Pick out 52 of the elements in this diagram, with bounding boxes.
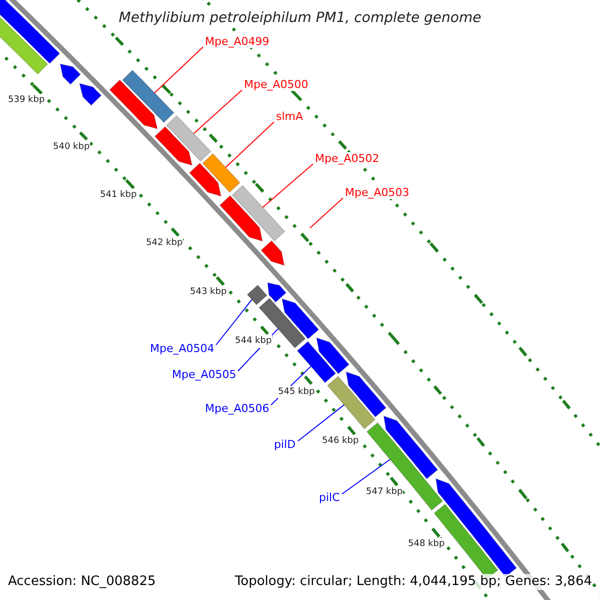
- gene-label: pilC: [319, 491, 340, 504]
- gene-block: [246, 284, 268, 306]
- gene-block: [0, 0, 60, 64]
- gene-block: [232, 184, 286, 242]
- gene-block: [383, 415, 438, 480]
- leader-line: [216, 299, 252, 346]
- scale-label: 545 kbp: [278, 386, 315, 399]
- gene-block: [346, 371, 387, 418]
- scale-label: 544 kbp: [235, 335, 272, 348]
- gene-label: Mpe_A0499: [205, 35, 270, 48]
- gene-block: [188, 162, 222, 197]
- gene-block: [219, 195, 264, 242]
- gene-block: [154, 126, 193, 166]
- gene-block: [78, 82, 102, 106]
- gene-block: [202, 153, 241, 193]
- gene-block: [60, 63, 82, 86]
- gene-label: Mpe_A0505: [172, 368, 236, 381]
- gene-block: [326, 376, 376, 430]
- leader-line: [310, 198, 344, 228]
- gene-block: [366, 422, 444, 511]
- gene-block: [122, 70, 175, 124]
- gene-label: Mpe_A0506: [205, 402, 270, 415]
- scale-label: 540 kbp: [53, 141, 90, 154]
- leader-line: [154, 46, 204, 94]
- leader-line: [193, 90, 242, 134]
- gene-label: Mpe_A0502: [315, 152, 380, 165]
- scale-label: 542 kbp: [146, 237, 183, 250]
- accession-text: Accession: NC_008825: [8, 574, 156, 590]
- leader-line: [225, 122, 274, 168]
- scale-label: 539 kbp: [8, 94, 45, 107]
- gene-block: [296, 340, 336, 384]
- scale-label: 541 kbp: [100, 189, 137, 202]
- leader-line: [262, 164, 314, 208]
- scale-label: 548 kbp: [408, 538, 445, 551]
- scale-label: 543 kbp: [190, 286, 227, 299]
- gene-label: pilD: [274, 438, 296, 451]
- gene-label: Mpe_A0500: [244, 78, 308, 91]
- gene-label: slmA: [276, 110, 304, 123]
- genome-info-text: Topology: circular; Length: 4,044,195 bp; Genes: 3,864: [234, 574, 592, 590]
- gene-label: Mpe_A0504: [150, 342, 214, 355]
- gene-block: [108, 79, 158, 130]
- gene-block: [316, 337, 350, 374]
- leader-line: [298, 404, 345, 442]
- leader-line: [342, 458, 391, 494]
- map-title: Methylibium petroleiphilum PM1, complete genome: [118, 10, 482, 27]
- gene-block: [267, 282, 287, 303]
- gene-block: [260, 240, 285, 266]
- gene-block: [166, 115, 212, 162]
- gene-block: [281, 298, 320, 340]
- scale-label: 546 kbp: [322, 435, 359, 448]
- scale-label: 547 kbp: [366, 486, 403, 499]
- gene-label: Mpe_A0503: [345, 186, 410, 199]
